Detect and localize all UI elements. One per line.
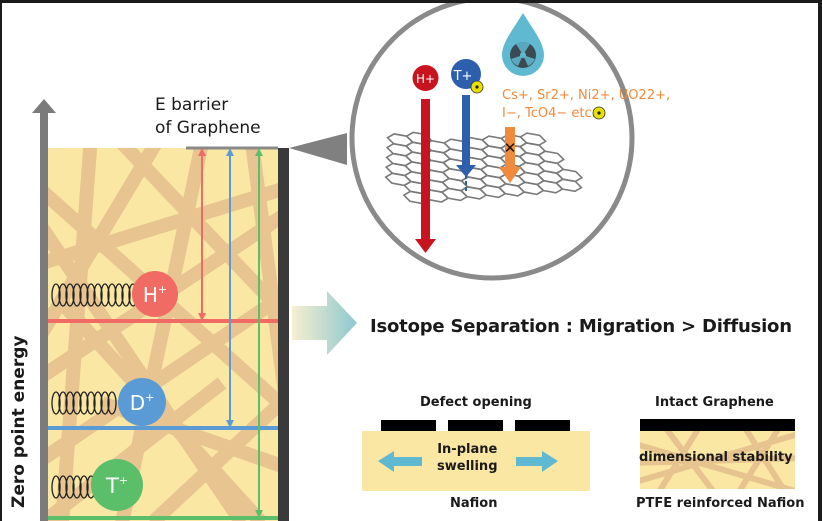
- inset-h-label: H+: [416, 72, 435, 86]
- d-spring-icon: [51, 391, 117, 415]
- h-permeation-arrow: H+: [412, 65, 439, 253]
- energy-axis-label: Zero point energy: [9, 336, 29, 508]
- spring-coil: [72, 283, 82, 307]
- figure-canvas: H+ D+ T+ Zero point energy H+: [2, 3, 818, 521]
- h-ion-label: H+: [143, 283, 167, 307]
- barrier-label: E barrier of Graphene: [155, 94, 261, 140]
- spring-coil: [79, 391, 89, 415]
- spring-coil: [100, 283, 110, 307]
- ptfe-membrane: [48, 148, 278, 521]
- graphene-hexagon: [555, 178, 583, 193]
- swelling-arrow-right: [516, 451, 558, 472]
- spring-coil: [93, 391, 103, 415]
- barrier-label-line2: of Graphene: [155, 118, 261, 138]
- h-ion-sphere: H+: [132, 271, 178, 317]
- inset-t-label: T+: [453, 69, 473, 84]
- swelling-arrow-left: [378, 451, 422, 472]
- callout-pointer: [289, 133, 347, 165]
- t-permeation-arrow: T+: [451, 59, 484, 193]
- ptfe-panel: [640, 419, 795, 489]
- d-ion-sphere: D+: [118, 378, 166, 426]
- d-ion-label: D+: [130, 391, 155, 415]
- radiation-icon: [470, 80, 484, 94]
- graphene-wall: [278, 148, 289, 521]
- blocked-x-icon: ✕: [504, 139, 517, 157]
- t-ion-sphere: T+: [91, 459, 143, 511]
- h-spring-icon: [51, 283, 138, 307]
- spring-coil: [86, 283, 96, 307]
- ptfe-top-label: Intact Graphene: [655, 395, 774, 410]
- spring-coil: [65, 391, 75, 415]
- spring-coil: [121, 283, 131, 307]
- result-arrow: [292, 291, 357, 355]
- spring-coil: [58, 391, 68, 415]
- nafion-inner-label: In-plane swelling: [437, 441, 498, 475]
- energy-axis-arrow: [32, 99, 56, 521]
- graphene-fragment: [381, 420, 436, 431]
- ion-blocked-arrow: ✕: [499, 127, 521, 183]
- spring-coil: [51, 391, 61, 415]
- t-ion-label: T+: [105, 474, 128, 498]
- nafion-inner-line1: In-plane: [437, 442, 498, 457]
- ion-list-line2: I−, TcO4− etc.: [502, 106, 596, 121]
- ion-list-line1: Cs+, Sr2+, Ni2+, UO22+,: [502, 88, 670, 103]
- ptfe-bottom-label: PTFE reinforced Nafion: [636, 496, 805, 511]
- spring-coil: [72, 475, 82, 499]
- spring-coil: [107, 283, 117, 307]
- spring-coil: [58, 475, 68, 499]
- barrier-label-line1: E barrier: [155, 95, 229, 115]
- d-barrier-arrow: [226, 148, 234, 428]
- spring-coil: [51, 475, 61, 499]
- spring-coil: [79, 475, 89, 499]
- radioactive-droplet-icon: [502, 13, 544, 76]
- t-barrier-arrow: [255, 148, 263, 518]
- graphene-inset: H+ T+ ✕: [349, 3, 670, 281]
- nafion-panel: [362, 420, 590, 491]
- intact-graphene-layer: [640, 419, 795, 431]
- spring-coil: [100, 391, 110, 415]
- t-spring-icon: [51, 475, 96, 499]
- spring-coil: [65, 475, 75, 499]
- graphene-fragment: [515, 420, 570, 431]
- spring-coil: [86, 391, 96, 415]
- nafion-top-label: Defect opening: [420, 395, 532, 410]
- spring-coil: [65, 283, 75, 307]
- spring-coil: [51, 283, 61, 307]
- spring-coil: [114, 283, 124, 307]
- h-barrier-arrow: [198, 148, 206, 321]
- headline: Isotope Separation : Migration > Diffusi…: [370, 316, 792, 337]
- spring-coil: [107, 391, 117, 415]
- radiation-icon: [592, 106, 606, 120]
- nafion-inner-line2: swelling: [437, 459, 498, 474]
- graphene-fragment: [448, 420, 503, 431]
- nafion-bottom-label: Nafion: [450, 496, 498, 511]
- energy-diagram: H+ D+ T+ Zero point energy H+: [9, 3, 795, 521]
- spring-coil: [72, 391, 82, 415]
- spring-coil: [93, 283, 103, 307]
- spring-coil: [79, 283, 89, 307]
- ptfe-inner-label: dimensional stability: [639, 450, 793, 465]
- spring-coil: [58, 283, 68, 307]
